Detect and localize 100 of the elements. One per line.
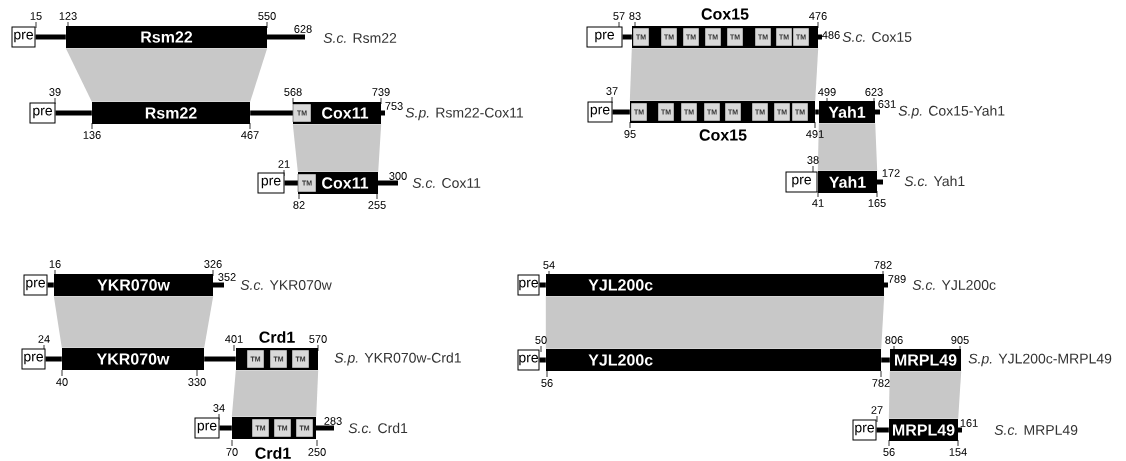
residue-number: 330 — [188, 378, 206, 386]
residue-number: 21 — [278, 160, 290, 168]
backbone-line — [45, 356, 62, 362]
residue-number: 39 — [49, 88, 61, 96]
presequence-box: pre — [852, 419, 877, 441]
alignment-band — [65, 48, 268, 102]
residue-number: 70 — [226, 448, 238, 456]
backbone-line — [284, 180, 298, 186]
residue-number: 24 — [38, 335, 50, 343]
species-label: S.c. YJL200c — [912, 280, 996, 290]
presequence-box: pre — [29, 102, 56, 124]
residue-number: 300 — [389, 172, 407, 180]
residue-number: 476 — [809, 12, 827, 20]
species-label: S.p. Rsm22-Cox11 — [405, 107, 524, 121]
residue-number: 41 — [812, 199, 824, 207]
species-label: S.c. Cox11 — [412, 178, 481, 188]
residue-number: 550 — [258, 12, 276, 20]
backbone-line — [539, 282, 546, 288]
species-label: S.p. YKR070w-Crd1 — [334, 352, 461, 366]
species-label: S.c. MRPL49 — [994, 425, 1078, 435]
presequence-box: pre — [11, 26, 36, 48]
residue-number: 50 — [535, 336, 547, 344]
residue-number: 491 — [806, 130, 824, 138]
species-label: S.c. Crd1 — [348, 422, 408, 434]
residue-number: 250 — [308, 448, 326, 456]
presequence-box: pre — [587, 101, 613, 123]
residue-number: 56 — [883, 448, 895, 456]
residue-number: 165 — [868, 199, 886, 207]
node-label: Crd1 — [259, 331, 295, 343]
alignment-band — [545, 296, 885, 349]
residue-number: 37 — [606, 87, 618, 95]
alignment-band — [629, 48, 819, 101]
backbone-line — [219, 425, 232, 431]
presequence-box: pre — [194, 417, 220, 439]
species-label: S.p. Cox15-Yah1 — [898, 105, 1005, 119]
residue-number: 57 — [613, 12, 625, 20]
residue-number: 905 — [951, 336, 969, 344]
domain-bar: YKR070w — [62, 348, 204, 370]
backbone-line — [539, 357, 546, 363]
residue-number: 486 — [822, 31, 840, 39]
domain-bar: MRPL49 — [890, 349, 961, 371]
domain-bar: Yah1 — [818, 171, 877, 193]
residue-number: 283 — [324, 417, 342, 425]
backbone-line — [250, 110, 293, 116]
residue-number: 623 — [865, 88, 883, 96]
node-label: Cox15 — [699, 129, 747, 141]
species-label: S.c. YKR070w — [240, 280, 332, 290]
residue-number: 467 — [241, 131, 259, 139]
residue-number: 628 — [294, 25, 312, 33]
backbone-line — [881, 357, 890, 363]
residue-number: 123 — [59, 12, 77, 20]
presequence-box: pre — [785, 171, 818, 193]
alignment-band — [231, 370, 319, 417]
residue-number: 255 — [368, 201, 386, 209]
residue-number: 40 — [56, 378, 68, 386]
residue-number: 82 — [293, 201, 305, 209]
residue-number: 326 — [204, 260, 222, 268]
backbone-line — [622, 34, 632, 40]
presequence-box: pre — [517, 349, 540, 371]
presequence-box: pre — [23, 274, 48, 296]
residue-number: 401 — [225, 335, 243, 343]
species-label: S.c. Yah1 — [904, 175, 965, 187]
residue-number: 568 — [284, 88, 302, 96]
residue-number: 154 — [949, 448, 967, 456]
node-label: Cox15 — [701, 8, 749, 20]
backbone-line — [815, 109, 819, 115]
domain-bar: YJL200c — [546, 274, 884, 296]
residue-number: 782 — [874, 261, 892, 269]
presequence-box: pre — [257, 172, 285, 194]
residue-number: 15 — [30, 12, 42, 20]
backbone-line — [55, 110, 92, 116]
domain-bar: Rsm22 — [92, 102, 250, 124]
alignment-band — [817, 123, 878, 171]
presequence-box: pre — [21, 348, 46, 370]
domain-bar: YJL200c — [546, 349, 881, 371]
presequence-box: pre — [517, 274, 540, 296]
residue-number: 16 — [49, 260, 61, 268]
residue-number: 570 — [309, 335, 327, 343]
backbone-line — [612, 109, 630, 115]
backbone-line — [204, 356, 236, 362]
alignment-band — [888, 371, 962, 419]
node-label: Crd1 — [255, 447, 291, 459]
residue-number: 38 — [807, 156, 819, 164]
residue-number: 34 — [213, 404, 225, 412]
domain-bar: MRPL49 — [889, 419, 958, 441]
alignment-band — [53, 296, 214, 348]
residue-number: 739 — [372, 88, 390, 96]
residue-number: 95 — [624, 130, 636, 138]
residue-number: 136 — [83, 131, 101, 139]
residue-number: 172 — [882, 169, 900, 177]
residue-number: 499 — [818, 88, 836, 96]
alignment-band — [292, 124, 382, 172]
residue-number: 782 — [872, 379, 890, 387]
backbone-line — [876, 427, 889, 433]
domain-bar: Yah1 — [819, 101, 875, 123]
species-label: S.c. Cox15 — [842, 32, 912, 42]
species-label: S.c. Rsm22 — [323, 33, 397, 43]
residue-number: 54 — [543, 261, 555, 269]
residue-number: 806 — [885, 336, 903, 344]
backbone-line — [35, 34, 66, 40]
